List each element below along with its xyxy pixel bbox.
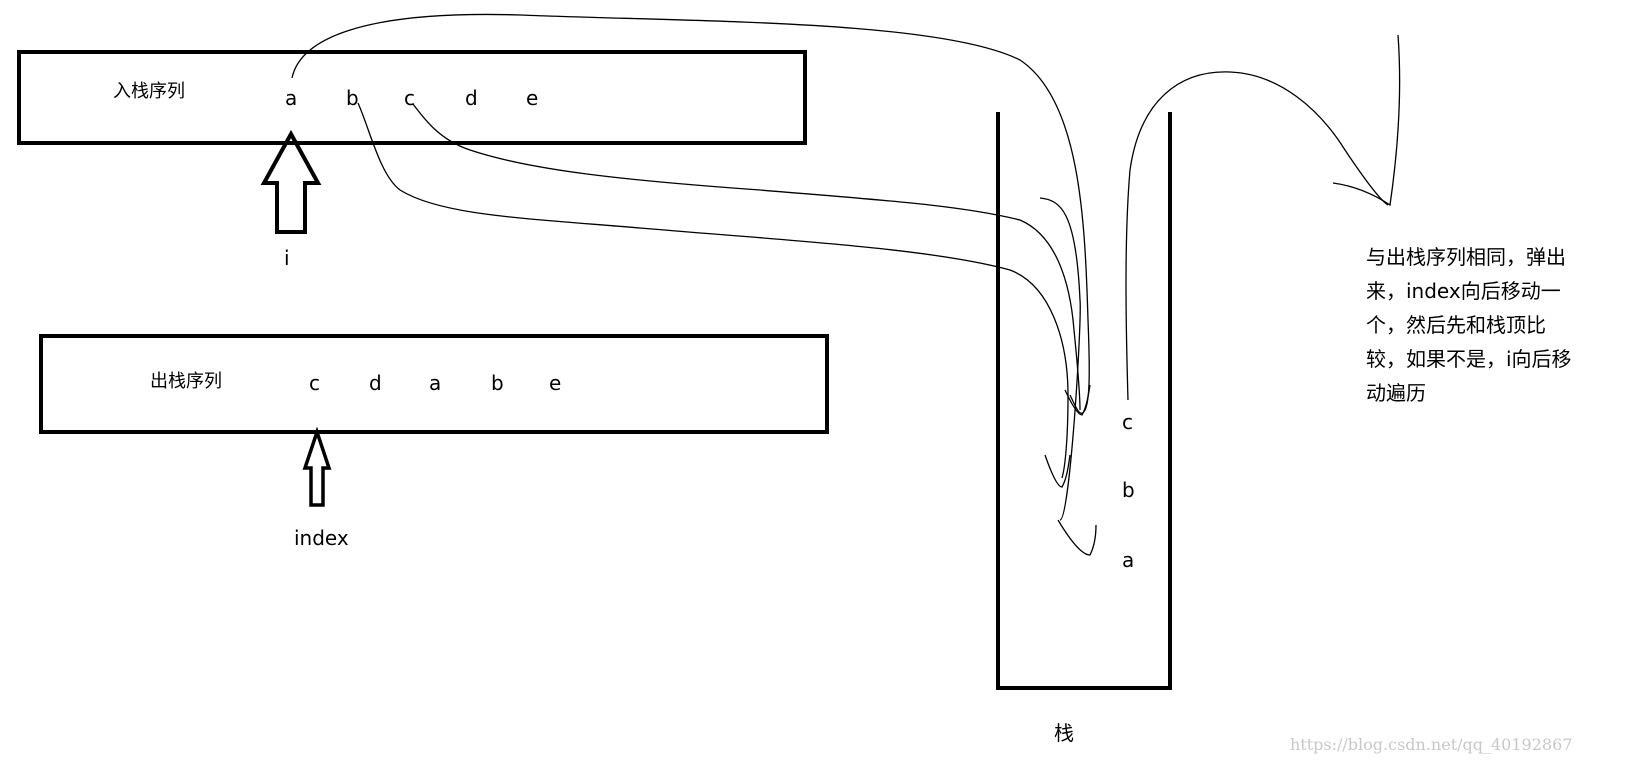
- index-pointer-label: index: [294, 526, 349, 550]
- push-c-curve: [412, 103, 1081, 411]
- i-pointer-label: i: [284, 246, 290, 270]
- push-item-b: b: [346, 86, 359, 110]
- i-pointer-arrow-icon: [260, 129, 322, 234]
- push-item-d: d: [465, 86, 478, 110]
- push-sequence-box: [17, 50, 807, 145]
- stack-item-a: a: [1122, 548, 1135, 572]
- pop-sequence-box: [39, 334, 829, 434]
- push-item-c: c: [404, 86, 415, 110]
- stack-container: [996, 112, 1172, 690]
- explanation-note: 与出栈序列相同，弹出来，index向后移动一个，然后先和栈顶比较，如果不是，i向…: [1366, 245, 1572, 405]
- stack-item-c: c: [1122, 410, 1133, 434]
- push-item-e: e: [526, 86, 539, 110]
- push-item-a: a: [285, 86, 298, 110]
- pop-curve: [1125, 71, 1389, 401]
- pop-item-e: e: [549, 371, 562, 395]
- pop-item-b: b: [491, 371, 504, 395]
- pop-item-c: c: [309, 371, 320, 395]
- pop-arrowhead: [1332, 34, 1401, 207]
- push-a-arrowhead: [1057, 519, 1097, 556]
- push-a-curve: [291, 13, 1090, 414]
- index-pointer-arrow-icon: [302, 426, 332, 507]
- push-sequence-title: 入栈序列: [113, 81, 185, 102]
- pop-item-d: d: [369, 371, 382, 395]
- pop-sequence-title: 出栈序列: [150, 371, 222, 392]
- stack-label: 栈: [1054, 721, 1074, 745]
- push-a-down-curve: [1039, 197, 1081, 521]
- pop-item-a: a: [429, 371, 442, 395]
- push-b-arrowhead: [1044, 454, 1071, 488]
- push-c-arrowhead: [1064, 384, 1091, 416]
- watermark-text: https://blog.csdn.net/qq_40192867: [1290, 735, 1573, 754]
- stack-item-b: b: [1122, 478, 1135, 502]
- push-b-curve: [357, 102, 1069, 479]
